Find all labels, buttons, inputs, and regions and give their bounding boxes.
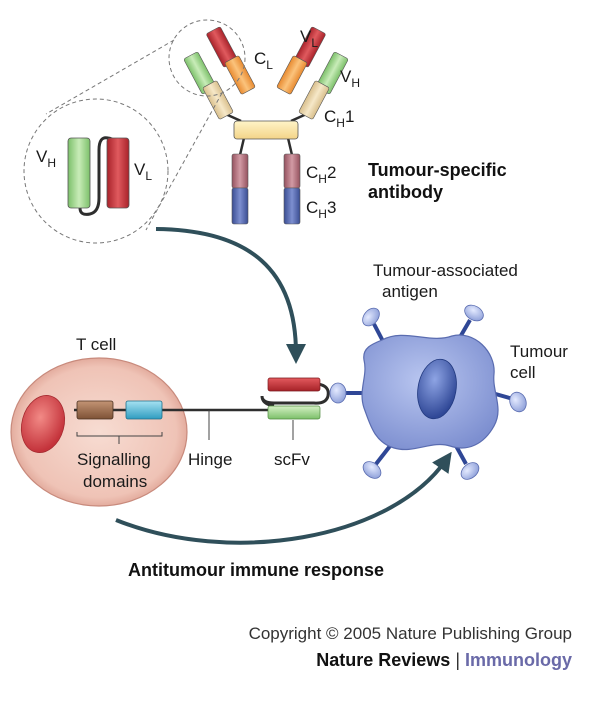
right-cl-domain (276, 55, 308, 95)
car-scfv: scFv (260, 377, 330, 469)
scfv-vl (267, 377, 321, 392)
cl-label: CL (254, 49, 273, 72)
journal-name: Nature Reviews (316, 650, 451, 670)
antigen-knob-5 (362, 461, 382, 479)
journal-credit: Nature Reviews|Immunology (316, 650, 572, 671)
antigen-knob-3 (329, 382, 347, 404)
inset-vl-domain (106, 137, 130, 209)
antigen-label-line2: antigen (382, 282, 438, 301)
copyright-notice: Copyright © 2005 Nature Publishing Group (248, 624, 572, 643)
antibody-title: Tumour-specific (368, 160, 507, 180)
t-cell: T cell Signalling domains Hinge (10, 335, 288, 507)
zoom-guide-top (45, 39, 175, 115)
tumour-nucleus (417, 358, 457, 420)
vl-label: VL (300, 27, 318, 50)
left-cl-domain (224, 55, 256, 95)
t-cell-body (10, 357, 188, 507)
ch2-label: CH2 (306, 163, 336, 186)
antigen-knob-1 (362, 307, 380, 327)
scfv-label: scFv (274, 450, 310, 469)
t-cell-nucleus (20, 395, 66, 453)
right-stem (286, 137, 294, 156)
antibody-title-line2: antibody (368, 182, 443, 202)
t-cell-title: T cell (76, 335, 116, 354)
signalling-label: Signalling (77, 450, 151, 469)
antigen-label: Tumour-associated (373, 261, 518, 280)
tumour-cell-label: Tumour (510, 342, 568, 361)
response-arrow (115, 451, 452, 545)
journal-separator: | (455, 650, 460, 670)
engineering-arrow (155, 227, 306, 364)
antigen-knob-6 (460, 462, 480, 480)
inset-vh-label: VH (36, 147, 56, 170)
signalling-label-line2: domains (83, 472, 147, 491)
vh-label: VH (340, 67, 360, 90)
antigen-knob-4 (509, 391, 527, 413)
inset-circle (23, 98, 169, 244)
response-label: Antitumour immune response (128, 560, 384, 580)
scfv-linker (260, 382, 330, 408)
right-ch1-domain (298, 80, 330, 120)
ch3-label: CH3 (306, 198, 336, 221)
antigen-knob-2 (464, 304, 484, 322)
ch1-label: CH1 (324, 107, 354, 130)
left-ch2-domain (231, 153, 249, 189)
signalling-domain-2 (125, 400, 163, 420)
inset-vh-domain (67, 137, 91, 209)
inset-vl-label: VL (134, 160, 152, 183)
signalling-bracket (76, 432, 163, 444)
antibody: VL CL VH CH1 CH2 CH3 Tumour-specific ant… (183, 26, 507, 225)
left-stem (238, 137, 246, 156)
signalling-domain-1 (76, 400, 114, 420)
zoom-inset: VH VL (23, 19, 246, 244)
scfv-vh (267, 405, 321, 420)
zoom-source-circle (168, 19, 246, 97)
right-ch3-domain (283, 187, 301, 225)
antigen-stalk-5 (374, 444, 392, 466)
tumour-cell: Tumour-associated antigen Tumour cell (329, 261, 568, 480)
hinge-label: Hinge (188, 450, 232, 469)
tumour-cell-label-line2: cell (510, 363, 536, 382)
left-ch3-domain (231, 187, 249, 225)
right-ch2-domain (283, 153, 301, 189)
zoom-guide-bottom (145, 92, 223, 231)
journal-section: Immunology (465, 650, 572, 670)
antibody-hinge (233, 120, 299, 140)
